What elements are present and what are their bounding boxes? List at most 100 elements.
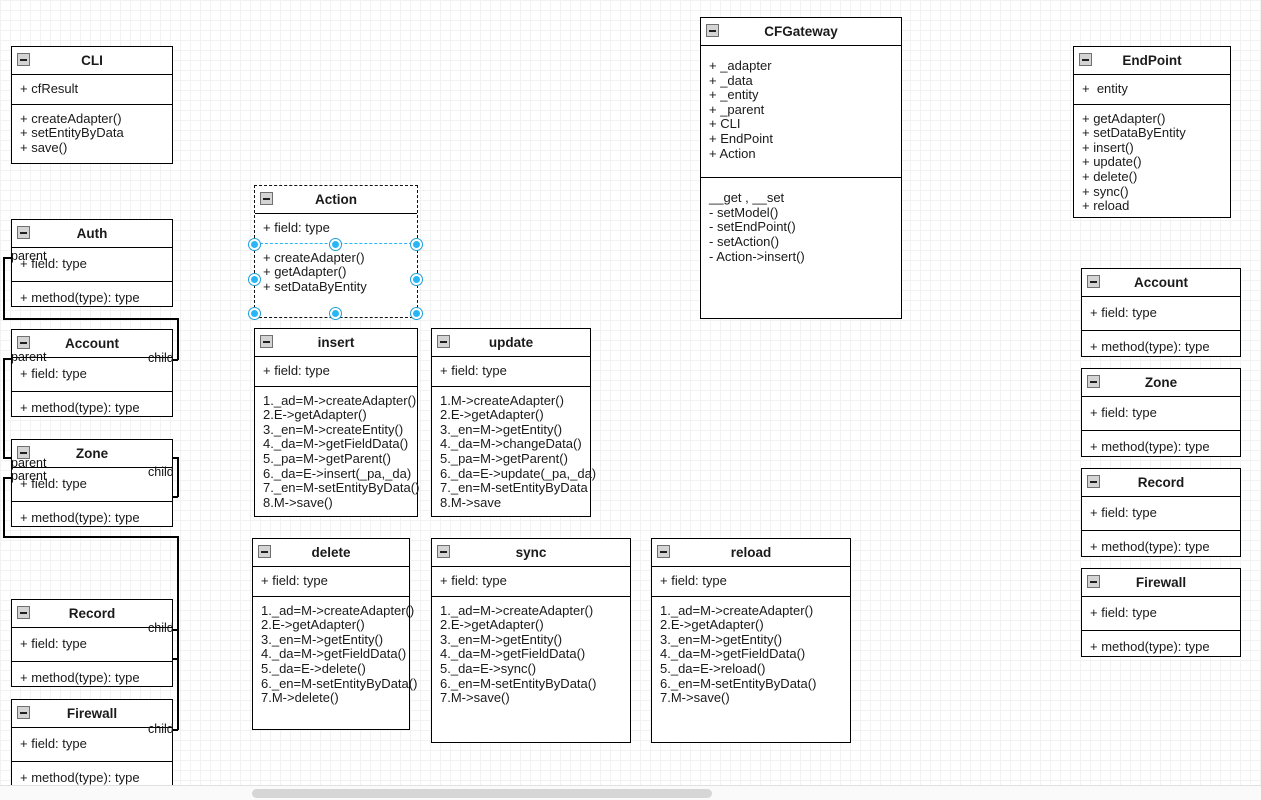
minus-box-icon[interactable]: [17, 446, 30, 459]
connector-auth-to-account-h: [3, 318, 179, 320]
uml-class-reload-attributes: + field: type: [652, 567, 850, 596]
uml-class-record-right-attributes: + field: type: [1082, 497, 1240, 530]
uml-class-zone-right-attributes: + field: type: [1082, 397, 1240, 430]
attribute-row: + cfResult: [20, 81, 79, 96]
method-row: + method(type): type: [20, 769, 140, 785]
uml-class-account-left-header[interactable]: Account: [12, 330, 172, 358]
uml-class-record-right-header[interactable]: Record: [1082, 469, 1240, 497]
resize-handle-bottom-left[interactable]: [249, 308, 260, 319]
method-row: 4._da=M->getFieldData(): [440, 646, 586, 662]
attribute-row: + field: type: [1090, 505, 1157, 520]
uml-class-endpoint[interactable]: EndPoint + entity + getAdapter() + setDa…: [1073, 46, 1231, 218]
method-row: + delete(): [1082, 168, 1138, 184]
uml-class-account-right-header[interactable]: Account: [1082, 269, 1240, 297]
uml-class-firewall-left-header[interactable]: Firewall: [12, 700, 172, 728]
minus-box-icon[interactable]: [17, 53, 30, 66]
uml-class-zone-right-header[interactable]: Zone: [1082, 369, 1240, 397]
edge-label-account-parent: parent: [11, 350, 47, 364]
method-row: 7._en=M-setEntityByData(): [263, 480, 420, 496]
uml-class-zone-left[interactable]: Zone + field: type + method(type): type: [11, 439, 173, 527]
uml-class-record-left-header[interactable]: Record: [12, 600, 172, 628]
uml-class-zone-right[interactable]: Zone + field: type + method(type): type: [1081, 368, 1241, 457]
uml-class-firewall-left[interactable]: Firewall + field: type + method(type): t…: [11, 699, 173, 787]
uml-class-firewall-left-attributes: + field: type: [12, 728, 172, 761]
uml-class-account-left[interactable]: Account + field: type + method(type): ty…: [11, 329, 173, 417]
minus-box-icon[interactable]: [1087, 575, 1100, 588]
resize-handle-middle-left[interactable]: [249, 274, 260, 285]
uml-class-reload[interactable]: reload + field: type 1._ad=M->createAdap…: [651, 538, 851, 743]
minus-box-icon[interactable]: [437, 335, 450, 348]
method-row: 1._ad=M->createAdapter(): [660, 602, 814, 618]
uml-class-sync[interactable]: sync + field: type 1._ad=M->createAdapte…: [431, 538, 631, 743]
uml-class-endpoint-header[interactable]: EndPoint: [1074, 47, 1230, 75]
uml-class-delete-header[interactable]: delete: [253, 539, 409, 567]
minus-box-icon[interactable]: [17, 606, 30, 619]
uml-class-record-right-methods: + method(type): type: [1082, 529, 1240, 564]
attribute-row: + _entity: [709, 87, 759, 103]
uml-class-delete-methods: 1._ad=M->createAdapter() 2.E->getAdapter…: [253, 595, 417, 713]
minus-box-icon[interactable]: [17, 226, 30, 239]
uml-class-account-right[interactable]: Account + field: type + method(type): ty…: [1081, 268, 1241, 357]
uml-class-cfgateway[interactable]: CFGateway + _adapter + _data + _entity +…: [700, 17, 902, 319]
uml-class-firewall-right-header[interactable]: Firewall: [1082, 569, 1240, 597]
method-row: 7._en=M-setEntityByData: [440, 480, 588, 496]
minus-box-icon[interactable]: [1087, 475, 1100, 488]
uml-class-action-methods: + createAdapter() + getAdapter() + setDa…: [255, 242, 417, 302]
uml-class-auth-header[interactable]: Auth: [12, 220, 172, 248]
horizontal-scrollbar-track[interactable]: [0, 785, 1261, 800]
uml-class-insert-header[interactable]: insert: [255, 329, 417, 357]
uml-class-action[interactable]: Action + field: type + createAdapter() +…: [254, 185, 418, 318]
minus-box-icon[interactable]: [1087, 275, 1100, 288]
resize-handle-middle-right[interactable]: [411, 274, 422, 285]
method-row: 7.M->save(): [660, 690, 730, 706]
uml-class-firewall-right[interactable]: Firewall + field: type + method(type): t…: [1081, 568, 1241, 657]
uml-class-cli[interactable]: CLI + cfResult + createAdapter() + setEn…: [11, 46, 173, 164]
uml-class-zone-left-header[interactable]: Zone: [12, 440, 172, 468]
uml-class-reload-methods: 1._ad=M->createAdapter() 2.E->getAdapter…: [652, 595, 850, 713]
minus-box-icon[interactable]: [17, 336, 30, 349]
minus-box-icon[interactable]: [260, 192, 273, 205]
minus-box-icon[interactable]: [258, 545, 271, 558]
uml-class-cli-methods: + createAdapter() + setEntityByData + sa…: [12, 103, 172, 163]
method-row: + createAdapter(): [263, 249, 365, 265]
uml-class-record-left[interactable]: Record + field: type + method(type): typ…: [11, 599, 173, 687]
minus-box-icon[interactable]: [706, 24, 719, 37]
uml-class-action-header[interactable]: Action: [255, 186, 417, 214]
uml-class-cfgateway-header[interactable]: CFGateway: [701, 18, 901, 46]
uml-class-delete[interactable]: delete + field: type 1._ad=M->createAdap…: [252, 538, 417, 730]
minus-box-icon[interactable]: [657, 545, 670, 558]
method-row: 2.E->getAdapter(): [660, 617, 764, 633]
resize-handle-top-right[interactable]: [411, 239, 422, 250]
minus-box-icon[interactable]: [1079, 53, 1092, 66]
resize-handle-bottom-center[interactable]: [330, 308, 341, 319]
method-row: + save(): [20, 139, 68, 155]
uml-class-update[interactable]: update + field: type 1.M->createAdapter(…: [431, 328, 596, 517]
minus-box-icon[interactable]: [260, 335, 273, 348]
uml-class-auth[interactable]: Auth + field: type + method(type): type: [11, 219, 173, 307]
attribute-row: + _adapter: [709, 58, 772, 73]
uml-class-insert-title: insert: [317, 335, 355, 350]
uml-class-reload-header[interactable]: reload: [652, 539, 850, 567]
resize-handle-top-center[interactable]: [330, 239, 341, 250]
uml-class-cli-header[interactable]: CLI: [12, 47, 172, 75]
horizontal-scrollbar-thumb[interactable]: [252, 789, 712, 798]
uml-class-account-right-attributes: + field: type: [1082, 297, 1240, 330]
attribute-row: + field: type: [263, 220, 330, 235]
uml-class-insert[interactable]: insert + field: type 1._ad=M->createAdap…: [254, 328, 420, 517]
minus-box-icon[interactable]: [437, 545, 450, 558]
uml-class-sync-header[interactable]: sync: [432, 539, 630, 567]
method-row: - Action->insert(): [709, 248, 805, 264]
uml-class-action-title: Action: [315, 192, 357, 207]
uml-class-cli-title: CLI: [81, 53, 103, 68]
method-row: + setDataByEntity: [263, 278, 367, 294]
method-row: 5._da=E->sync(): [440, 660, 537, 676]
uml-class-update-header[interactable]: update: [432, 329, 590, 357]
minus-box-icon[interactable]: [1087, 375, 1100, 388]
minus-box-icon[interactable]: [17, 706, 30, 719]
method-row: 6._da=E->insert(_pa,_da): [263, 465, 412, 481]
method-row: 6._en=M-setEntityByData(): [440, 675, 597, 691]
resize-handle-bottom-right[interactable]: [411, 308, 422, 319]
resize-handle-top-left[interactable]: [249, 239, 260, 250]
uml-class-record-right[interactable]: Record + field: type + method(type): typ…: [1081, 468, 1241, 557]
